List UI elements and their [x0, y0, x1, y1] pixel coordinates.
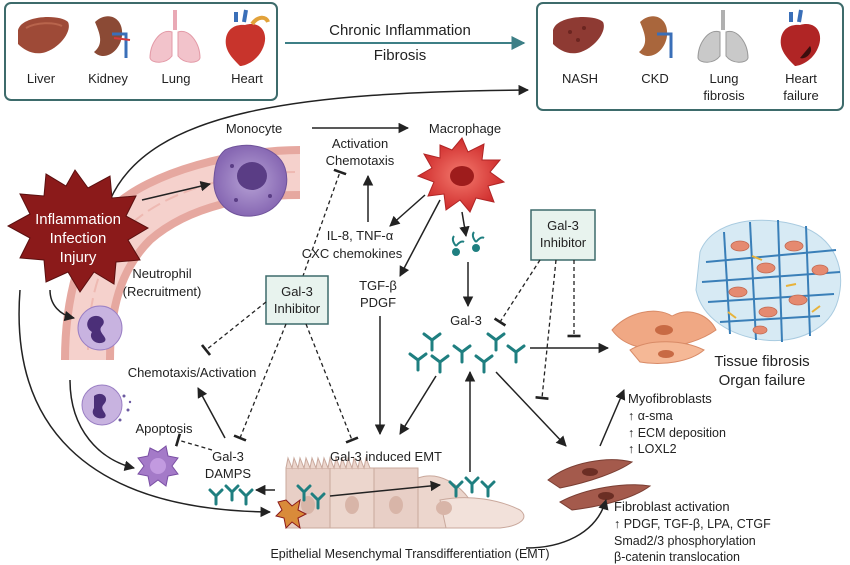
- arrow-gal3-to-fibroblast: [495, 371, 567, 447]
- gal3-emt-icon: [448, 476, 496, 498]
- liver-icon: [18, 17, 69, 54]
- arrow-fibroblast-to-myofibroblast: [599, 389, 626, 447]
- organ-label-lung: Lung: [162, 71, 191, 86]
- fibrosis-label: Fibrosis: [374, 47, 427, 64]
- myofibroblast-cells: [611, 310, 717, 364]
- injury-label-1: Inflammation: [35, 211, 121, 228]
- macrophage-cell: [416, 137, 506, 213]
- arrow-injury-to-neutrophil: [49, 289, 76, 322]
- cxc-label: CXC chemokines: [302, 246, 403, 261]
- inhibitor-left-line1: Gal-3: [281, 284, 313, 299]
- gal3-damps-label-1: Gal-3: [212, 449, 244, 464]
- organ-label-kidney: Kidney: [88, 71, 128, 86]
- fibroblast-item-1: ↑ PDGF, TGF-β, LPA, CTGF: [614, 517, 771, 531]
- neutrophil-cell: [77, 305, 123, 351]
- emt-label: Epithelial Mesenchymal Transdifferentiat…: [270, 547, 549, 561]
- damaged-epithelial-cell: [275, 498, 308, 530]
- fibrotic-tissue-mesh: [695, 219, 842, 343]
- pdgf-label: PDGF: [360, 295, 396, 310]
- il8-label: IL-8, TNF-α: [327, 228, 394, 243]
- gal3-damps-icon: [208, 484, 254, 506]
- organ-label-liver: Liver: [27, 71, 56, 86]
- disease-organs-panel: NASH CKD Lung fibrosis Heart failure: [536, 2, 844, 111]
- organ-label-heart-failure-2: failure: [783, 88, 818, 103]
- arrow-epithelium-to-gal3: [329, 480, 442, 497]
- arrow-damps-to-chemotaxis: [197, 387, 226, 439]
- arrow-macrophage-to-cytokines: [389, 194, 426, 227]
- fibroblast-cells: [547, 459, 652, 511]
- inhibit-apoptosis: [174, 433, 213, 451]
- monocyte-label: Monocyte: [226, 121, 282, 136]
- gal3-label: Gal-3: [450, 313, 482, 328]
- organ-failure-label: Organ failure: [719, 372, 806, 389]
- chronic-inflammation-label: Chronic Inflammation: [329, 22, 471, 39]
- macrophage-label: Macrophage: [429, 121, 501, 136]
- healthy-organs-panel: Liver Kidney Lung Heart: [4, 2, 278, 101]
- inhibitor-dashed-lines: [200, 259, 581, 444]
- arrow-gal3-to-emt: [399, 375, 437, 435]
- myofibroblast-title: Myofibroblasts: [628, 391, 712, 406]
- activation-label: Activation: [332, 136, 388, 151]
- neutrophil-label: Neutrophil: [132, 266, 191, 281]
- lung-icon: [149, 10, 201, 63]
- monocyte-cell: [213, 144, 288, 217]
- arrow-emt-to-fibroblast: [525, 498, 609, 549]
- fibroblast-title: Fibroblast activation: [614, 499, 730, 514]
- chemotaxis-activation-label: Chemotaxis/Activation: [128, 365, 257, 380]
- organ-label-lung-fibrosis-1: Lung: [710, 71, 739, 86]
- dying-cell: [137, 445, 179, 487]
- injury-starburst: Inflammation Infection Injury: [6, 169, 150, 293]
- organ-label-ckd: CKD: [641, 71, 668, 86]
- inhibitor-right-line1: Gal-3: [547, 218, 579, 233]
- ckd-kidney-icon: [639, 16, 673, 58]
- arrow-neutrophil-to-dying: [69, 379, 136, 471]
- curve-arrow-to-disease: [109, 84, 530, 201]
- organ-label-heart-failure-1: Heart: [785, 71, 817, 86]
- inhibitor-left-line2: Inhibitor: [274, 301, 321, 316]
- gal3-damps-label-2: DAMPS: [205, 466, 252, 481]
- failing-heart-icon: [780, 9, 821, 66]
- recruitment-label: (Recruitment): [123, 284, 202, 299]
- nash-liver-icon: [553, 17, 604, 54]
- organ-label-heart: Heart: [231, 71, 263, 86]
- gal3-secreted-icon: [451, 231, 485, 256]
- gal3-inhibitor-box-right: Gal-3 Inhibitor: [530, 209, 596, 261]
- organ-label-lung-fibrosis-2: fibrosis: [703, 88, 745, 103]
- injury-label-3: Injury: [60, 249, 97, 266]
- apoptotic-neutrophil-cell: [81, 384, 132, 426]
- arrow-injury-to-monocyte: [141, 181, 212, 201]
- chemotaxis-label: Chemotaxis: [326, 153, 395, 168]
- curve-injury-to-epithelium: [18, 289, 272, 518]
- gal3-inhibitor-box-left: Gal-3 Inhibitor: [265, 275, 329, 325]
- tissue-fibrosis-label: Tissue fibrosis: [714, 353, 809, 370]
- tgfb-label: TGF-β: [359, 278, 397, 293]
- heart-icon: [225, 9, 270, 66]
- apoptosis-label: Apoptosis: [135, 421, 193, 436]
- fibroblast-item-3: β-catenin translocation: [614, 550, 740, 564]
- organ-label-nash: NASH: [562, 71, 598, 86]
- arrow-macrophage-to-tgfb: [399, 199, 441, 277]
- injury-label-2: Infection: [50, 230, 107, 247]
- myofibroblast-item-3: ↑ LOXL2: [628, 442, 677, 456]
- arrow-macrophage-to-gal3: [459, 211, 470, 238]
- chronic-inflammation-arrow: Chronic Inflammation Fibrosis: [285, 22, 526, 64]
- fibroblast-item-2: Smad2/3 phosphorylation: [614, 534, 756, 548]
- myofibroblast-item-1: ↑ α-sma: [628, 409, 673, 423]
- gal3-emt-label: Gal-3 induced EMT: [330, 449, 442, 464]
- gal3-cluster: [408, 332, 526, 374]
- gal3-epithelial-icon: [296, 484, 326, 510]
- myofibroblast-item-2: ↑ ECM deposition: [628, 426, 726, 440]
- inhibitor-right-line2: Inhibitor: [540, 235, 587, 250]
- fibrotic-lung-icon: [697, 10, 749, 63]
- kidney-icon: [94, 16, 131, 58]
